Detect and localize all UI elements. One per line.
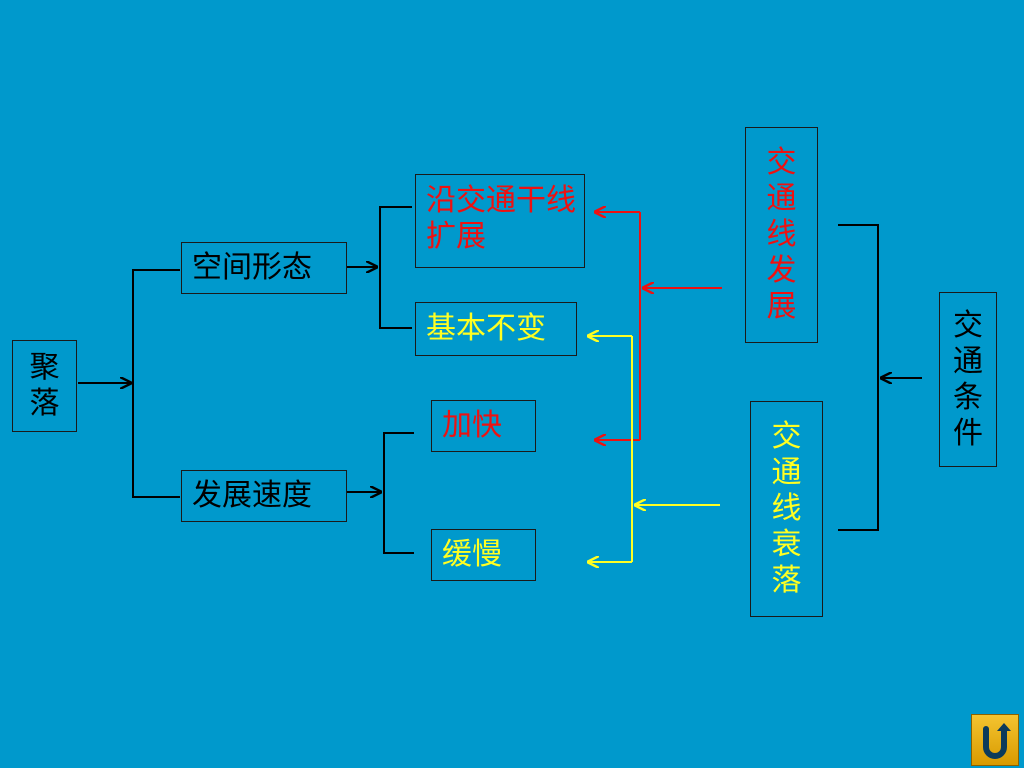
transport-conditions-box: 交通条件 [939,292,997,467]
route-development-label: 交通线发展 [766,145,797,324]
u-turn-arrow-icon [983,723,1011,759]
return-button[interactable] [971,714,1019,766]
bracket-main [132,269,180,498]
bracket-development-speed [383,432,414,554]
transport-conditions-label: 交通条件 [953,307,983,451]
expand-along-routes-box: 沿交通干线扩展 [415,174,585,268]
slow-down-label: 缓慢 [442,537,502,572]
basically-unchanged-label: 基本不变 [426,311,546,346]
development-speed-box: 发展速度 [181,470,347,522]
development-speed-label: 发展速度 [192,478,312,513]
expand-along-routes-label: 沿交通干线扩展 [426,183,576,254]
accelerate-label: 加快 [442,408,502,443]
bracket-spatial-form [379,206,412,329]
accelerate-box: 加快 [431,400,536,452]
route-decline-box: 交通线衰落 [750,401,823,617]
slow-down-box: 缓慢 [431,529,536,581]
settlement-char-2: 落 [29,386,60,421]
route-decline-label: 交通线衰落 [771,419,802,598]
spatial-form-box: 空间形态 [181,242,347,294]
route-development-box: 交通线发展 [745,127,818,343]
settlement-box: 聚 落 [12,340,77,432]
basically-unchanged-box: 基本不变 [415,302,577,356]
settlement-char-1: 聚 [29,350,60,385]
bracket-transport [838,224,879,531]
spatial-form-label: 空间形态 [192,250,312,285]
